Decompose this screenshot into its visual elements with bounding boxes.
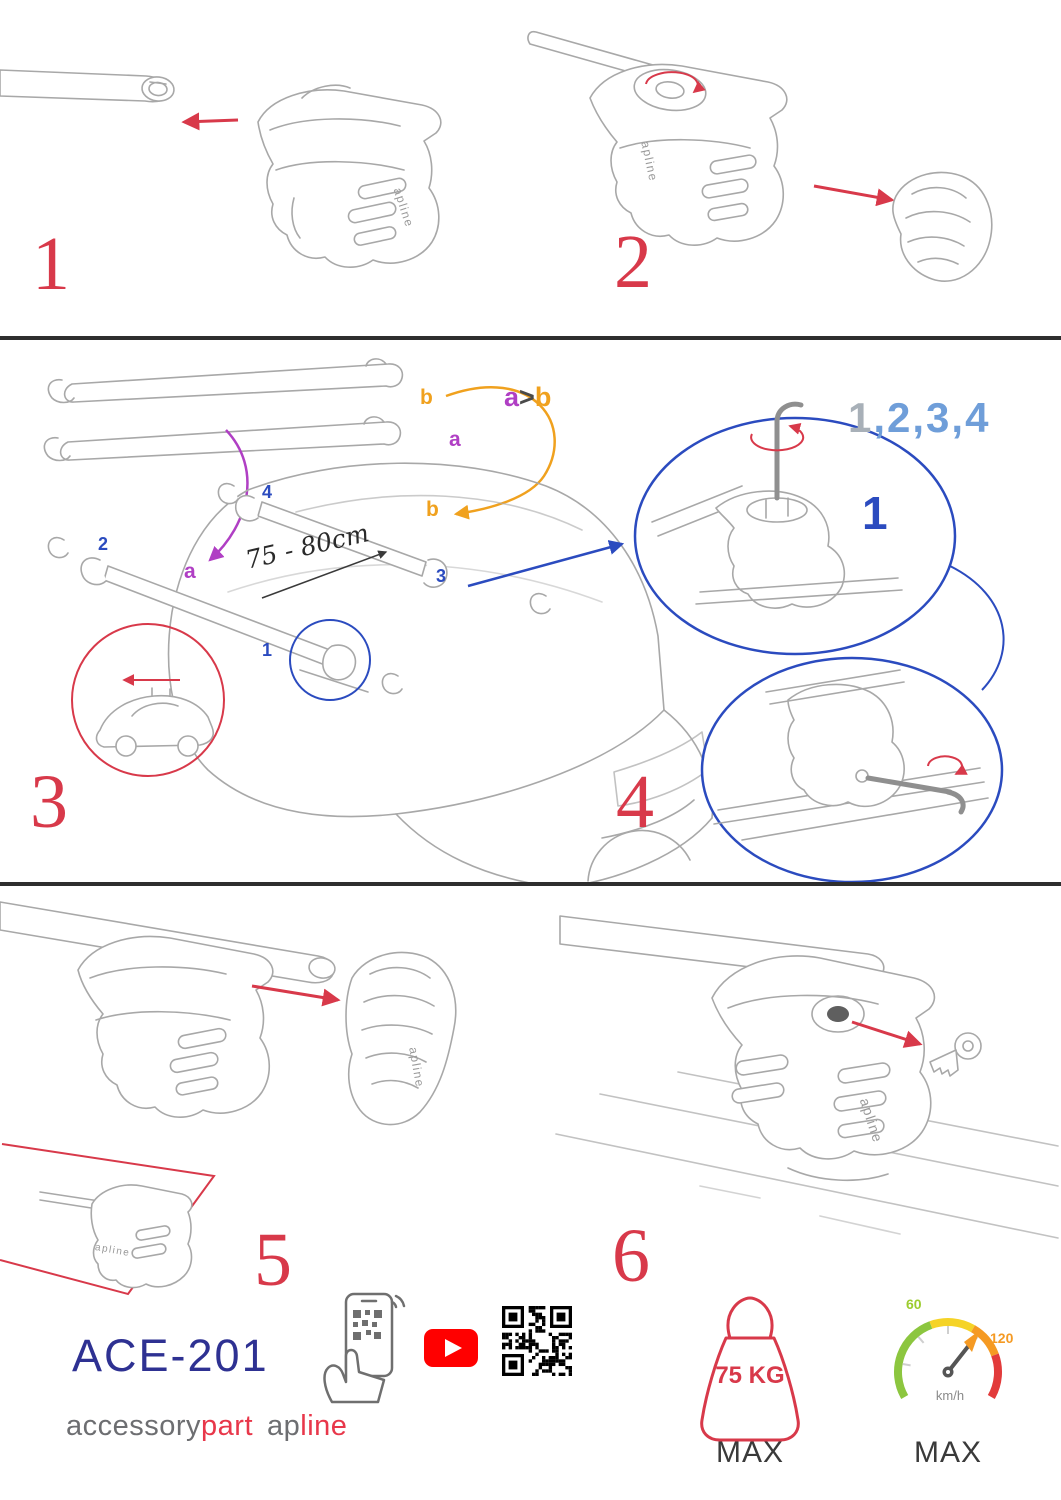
point-4-label: 4 (262, 482, 273, 502)
foot-highlight-circle (289, 619, 371, 701)
foot-cover-drawing (892, 171, 993, 282)
max-load-icon (700, 1296, 800, 1442)
rotate-key-arrow (927, 755, 968, 775)
roof-rack-foot-drawing-1 (257, 84, 442, 268)
step-number-3: 3 (30, 760, 68, 844)
insert-key-arrow (851, 1020, 923, 1048)
mounted-crossbars-drawing (47, 482, 551, 695)
section-2-drawing (43, 358, 1005, 882)
detail-inset-tighten-side (700, 656, 1004, 882)
roof-bar-b-label: b (426, 498, 439, 521)
stacked-crossbars-drawing (43, 358, 404, 462)
insert-bar-arrow (181, 112, 239, 131)
model-number: ACE-201 (72, 1330, 269, 1381)
detail-pointer-arrow (467, 540, 625, 588)
point-2-label: 2 (98, 534, 109, 554)
foot-cover-drawing-5 (345, 951, 457, 1126)
attach-cover-arrow (813, 184, 895, 207)
speed-unit-label: km/h (935, 1388, 965, 1403)
detail-step-number: 1 (862, 487, 888, 539)
car-direction-inset (71, 623, 225, 777)
roof-rack-foot-drawing-6 (711, 955, 936, 1181)
lock-cylinder (827, 1006, 849, 1022)
max-speed-label: MAX (913, 1436, 982, 1469)
step-number-1: 1 (32, 222, 70, 306)
bar-order-hint: a>b (504, 382, 551, 413)
order-rest: ,2,3,4 (873, 394, 991, 441)
speed-60-label: 60 (906, 1296, 922, 1312)
qr-code (502, 1306, 572, 1376)
stack-bar-a-label: a (449, 428, 461, 451)
phone-qr-scan-icon (323, 1292, 406, 1404)
stack-bar-b-label: b (420, 386, 433, 409)
detail-inset-tighten-top (633, 401, 957, 656)
step-number-2: 2 (614, 220, 652, 304)
step-number-4: 4 (616, 760, 654, 844)
allen-key-icon (865, 775, 953, 795)
assembled-foot-drawing (39, 1184, 193, 1289)
max-speed-icon (894, 1318, 1002, 1399)
roof-bar-a-label: a (184, 560, 196, 583)
hint-gt: > (519, 382, 535, 412)
bar-b-position-arrow (445, 385, 556, 520)
roof-rack-foot-drawing-2 (589, 63, 788, 246)
wordmark-ap: ap (267, 1410, 301, 1442)
speed-120-label: 120 (990, 1330, 1014, 1346)
detail-connector-line (949, 565, 1005, 691)
order-first: 1 (848, 394, 874, 441)
point-1-label: 1 (262, 640, 273, 660)
rotate-key-arrow (750, 423, 805, 452)
max-load-value: 75 KG (715, 1362, 785, 1389)
wordmark-line: line (300, 1410, 348, 1442)
point-3-label: 3 (436, 566, 447, 586)
turn-lock-arrow (645, 71, 706, 94)
youtube-play-icon (424, 1329, 478, 1367)
key-icon (929, 1032, 982, 1077)
section-divider (0, 882, 1061, 886)
wordmark-part: part (201, 1410, 254, 1442)
crossbar-drawing (0, 69, 175, 103)
roof-rack-foot-drawing-5 (77, 935, 274, 1118)
section-3-drawing (0, 901, 1059, 1296)
max-load-label: MAX (715, 1436, 784, 1469)
section-1-drawing (0, 30, 993, 282)
section-divider (0, 336, 1061, 340)
hint-a: a (504, 382, 520, 412)
step-number-5: 5 (254, 1218, 292, 1302)
distance-dimension-arrow (261, 550, 388, 599)
attach-cover-arrow (251, 984, 341, 1007)
installation-order-label: 1,2,3,4 (848, 394, 990, 442)
wordmark-accessory: accessory (66, 1410, 202, 1442)
hint-b: b (534, 382, 552, 412)
step-number-6: 6 (612, 1214, 650, 1298)
